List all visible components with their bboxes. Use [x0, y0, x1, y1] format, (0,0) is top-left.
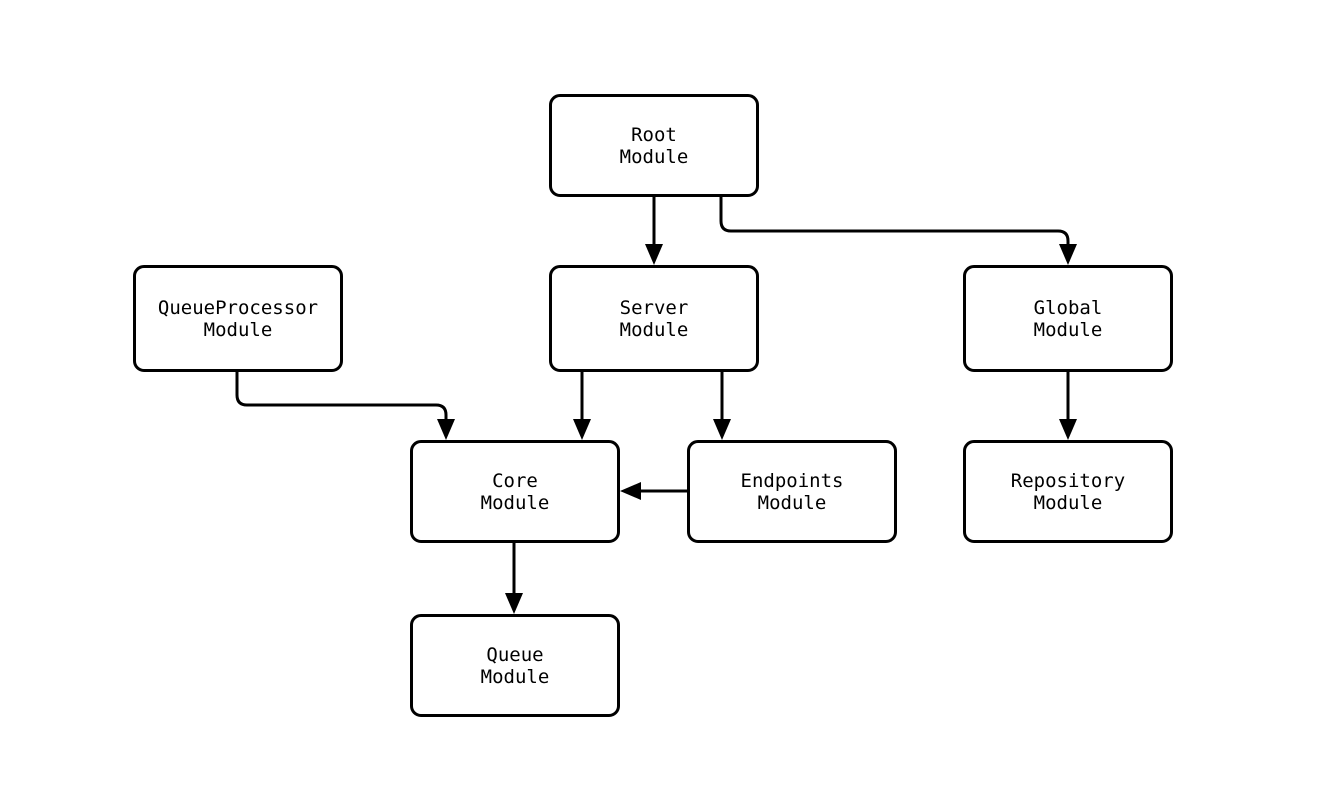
- node-label-line1: Endpoints: [740, 469, 844, 492]
- edge-server-to-endpoints: [713, 372, 731, 440]
- node-repository[interactable]: Repository Module: [963, 440, 1173, 543]
- node-label-line2: Module: [619, 318, 689, 341]
- edge-global-to-repository: [1059, 372, 1077, 440]
- arrowhead: [645, 244, 663, 265]
- edge-root-to-global: [719, 197, 1077, 265]
- edge-endpoints-to-core: [620, 482, 687, 500]
- arrowhead: [713, 419, 731, 440]
- node-label-line1: Global: [1033, 296, 1103, 319]
- node-label-line2: Module: [619, 145, 689, 168]
- node-queueprocessor[interactable]: QueueProcessor Module: [133, 265, 343, 372]
- node-label-line1: Root: [631, 123, 677, 146]
- arrowhead: [505, 593, 523, 614]
- node-label-line2: Module: [1033, 318, 1103, 341]
- node-label-line1: Queue: [486, 643, 544, 666]
- node-label-line1: Server: [619, 296, 689, 319]
- node-core[interactable]: Core Module: [410, 440, 620, 543]
- edge-server-to-core: [573, 372, 591, 440]
- node-label-line2: Module: [203, 318, 273, 341]
- node-label-line1: Core: [492, 469, 538, 492]
- node-queue[interactable]: Queue Module: [410, 614, 620, 717]
- node-server[interactable]: Server Module: [549, 265, 759, 372]
- node-endpoints[interactable]: Endpoints Module: [687, 440, 897, 543]
- edge-root-to-server: [645, 197, 663, 265]
- node-label-line2: Module: [480, 665, 550, 688]
- node-label-line2: Module: [757, 491, 827, 514]
- arrowhead: [1059, 419, 1077, 440]
- node-root[interactable]: Root Module: [549, 94, 759, 197]
- edge-queueprocessor-to-core: [235, 372, 455, 440]
- node-label-line2: Module: [1033, 491, 1103, 514]
- arrowhead: [573, 419, 591, 440]
- arrowhead: [1059, 244, 1077, 265]
- node-label-line1: Repository: [1010, 469, 1126, 492]
- edge-core-to-queue: [505, 543, 523, 614]
- arrowhead: [620, 482, 641, 500]
- node-label-line2: Module: [480, 491, 550, 514]
- node-label-line1: QueueProcessor: [157, 296, 319, 319]
- node-global[interactable]: Global Module: [963, 265, 1173, 372]
- arrowhead: [437, 419, 455, 440]
